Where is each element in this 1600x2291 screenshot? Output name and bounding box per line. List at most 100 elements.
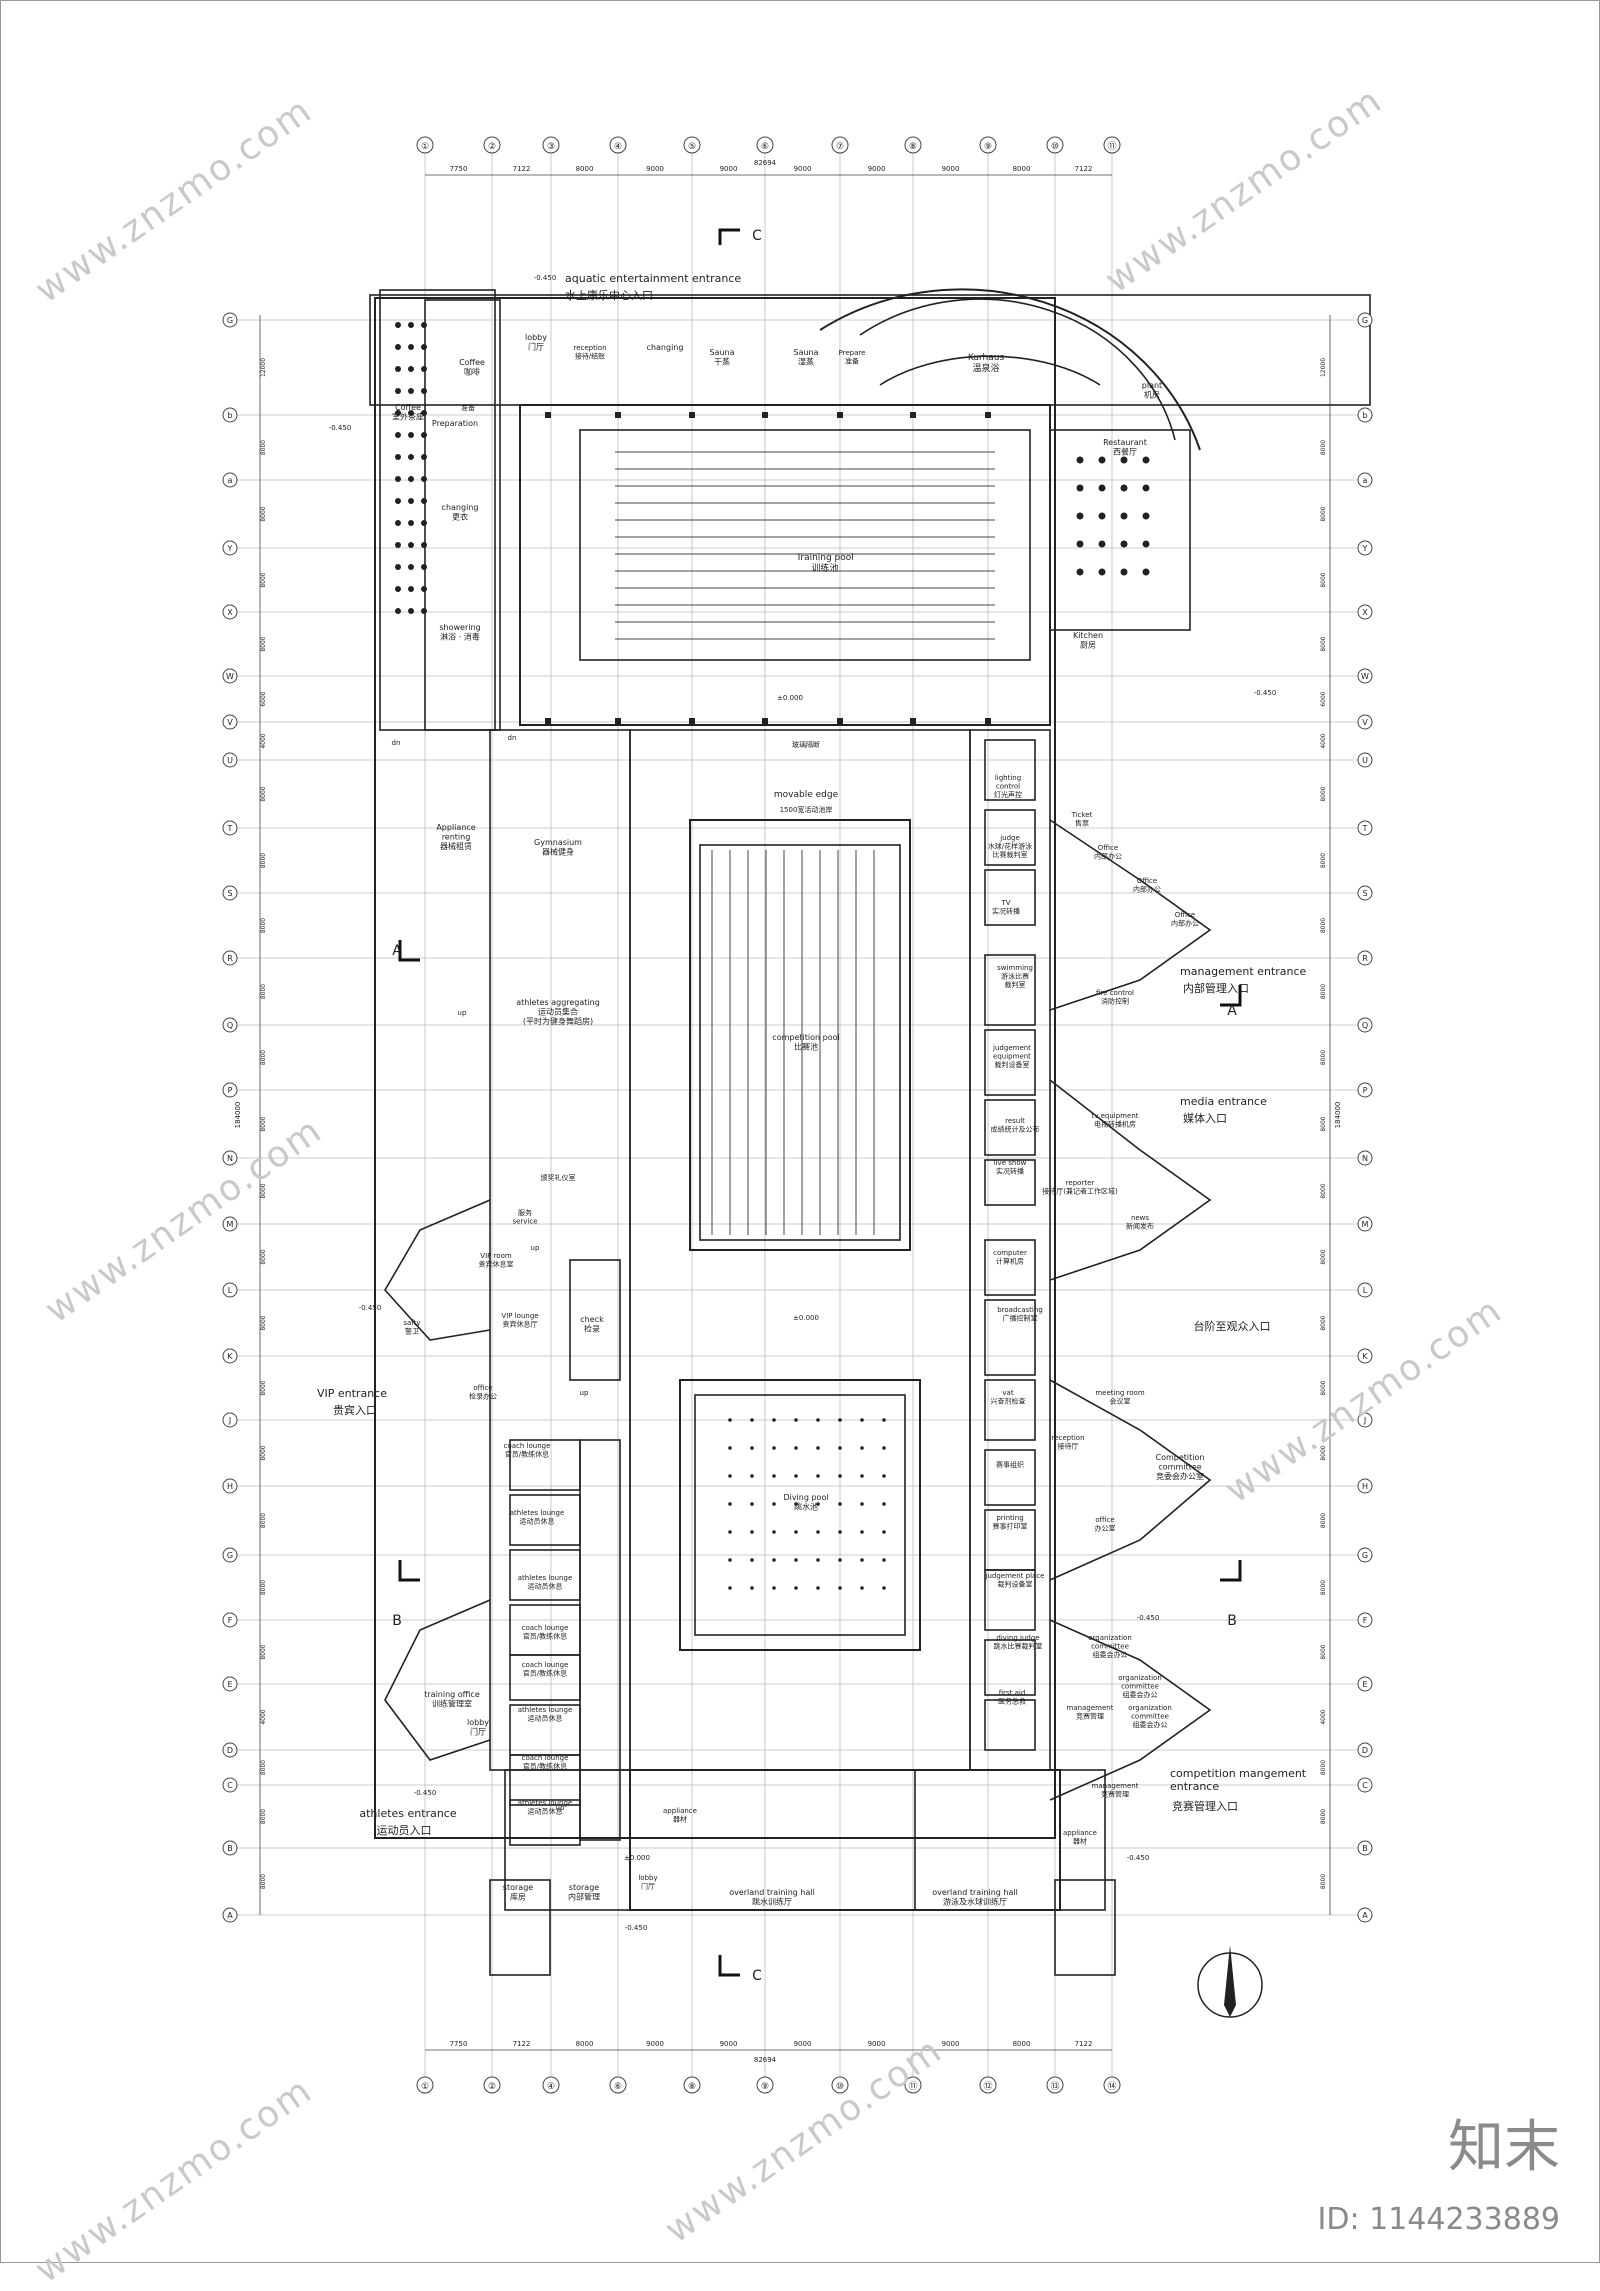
dim-bottom: 9000 xyxy=(646,2040,664,2048)
level-000-north: ±0.000 xyxy=(777,694,803,702)
row-bubble-right xyxy=(1357,604,1373,620)
row-label-left: U xyxy=(227,756,233,765)
image-id: ID: 1144233889 xyxy=(1317,2202,1560,2237)
row-label-left: X xyxy=(227,608,233,617)
room-preparation-cn: 准备 xyxy=(461,403,475,412)
diving-grid-dot xyxy=(728,1586,732,1590)
row-label-right: H xyxy=(1362,1482,1368,1491)
row-bubble-left xyxy=(222,1150,238,1166)
diving-grid-dot xyxy=(860,1558,864,1562)
cafe-table xyxy=(408,520,414,526)
aquatic-entrance-label: aquatic entertainment entrance xyxy=(565,272,741,285)
cafe-table xyxy=(395,322,401,328)
dim-top: 9000 xyxy=(942,165,960,173)
diving-grid-dot xyxy=(882,1586,886,1590)
diving-grid-dot xyxy=(816,1418,820,1422)
grid-label-bottom: ⑧ xyxy=(688,2082,696,2092)
row-bubble-left xyxy=(222,1612,238,1628)
row-dim-left: 6000 xyxy=(260,691,267,706)
row-label-right: L xyxy=(1363,1286,1368,1295)
row-label-left: M xyxy=(227,1220,234,1229)
restaurant-table xyxy=(1142,512,1150,520)
cafe-table xyxy=(395,586,401,592)
row-dim-left: 8000 xyxy=(260,1183,267,1198)
grid-bubble-bottom xyxy=(831,2076,849,2094)
row-dim-left: 8000 xyxy=(260,918,267,933)
row-bubble-right xyxy=(1357,752,1373,768)
row-bubble-left xyxy=(222,604,238,620)
cafe-table xyxy=(408,498,414,504)
grid-bubble-bottom xyxy=(483,2076,501,2094)
section-mark-a-right: A xyxy=(1227,1003,1237,1019)
grid-label-top: ② xyxy=(488,142,496,152)
stair-up-1: up xyxy=(458,1009,467,1017)
row-dim-left: 8000 xyxy=(260,984,267,999)
grid-label-bottom: ⑥ xyxy=(614,2082,622,2092)
row-dim-right: 8000 xyxy=(1320,1249,1327,1264)
level-450-right: -0.450 xyxy=(1137,1614,1160,1622)
diving-grid-dot xyxy=(794,1586,798,1590)
stair-up-3: up xyxy=(580,1389,589,1397)
row-bubble-right xyxy=(1357,820,1373,836)
restaurant-table xyxy=(1076,568,1084,576)
column xyxy=(545,718,551,724)
row-label-left: a xyxy=(228,476,233,485)
row-dim-left: 8000 xyxy=(260,636,267,651)
grid-label-top: ① xyxy=(421,142,429,152)
row-label-left: H xyxy=(227,1482,233,1491)
diving-grid-dot xyxy=(838,1502,842,1506)
row-bubble-left xyxy=(222,668,238,684)
grid-label-top: ⑤ xyxy=(688,142,696,152)
row-dim-right: 8000 xyxy=(1320,1315,1327,1330)
dim-bottom: 7122 xyxy=(1075,2040,1093,2048)
diving-grid-dot xyxy=(728,1530,732,1534)
dim-top: 9000 xyxy=(646,165,664,173)
section-mark-c-top: C xyxy=(752,228,762,244)
cafe-table xyxy=(395,564,401,570)
stair-dn-1: dn xyxy=(392,739,401,747)
cafe-table xyxy=(421,366,427,372)
dim-top: 9000 xyxy=(794,165,812,173)
grid-bubble-bottom xyxy=(1103,2076,1121,2094)
row-bubble-left xyxy=(222,1907,238,1923)
row-dim-left: 12000 xyxy=(260,358,267,377)
row-bubble-left xyxy=(222,714,238,730)
row-bubble-right xyxy=(1357,668,1373,684)
diving-grid-dot xyxy=(728,1558,732,1562)
cafe-table xyxy=(421,498,427,504)
diving-grid-dot xyxy=(860,1418,864,1422)
column xyxy=(545,412,551,418)
diving-grid-dot xyxy=(750,1446,754,1450)
row-dim-right: 8000 xyxy=(1320,1760,1327,1775)
row-bubble-left xyxy=(222,1282,238,1298)
diving-grid-dot xyxy=(772,1502,776,1506)
section-bracket xyxy=(1220,985,1242,1007)
dim-top: 8000 xyxy=(576,165,594,173)
diving-grid-dot xyxy=(838,1586,842,1590)
row-dim-left: 8000 xyxy=(260,572,267,587)
column xyxy=(689,412,695,418)
row-bubble-left xyxy=(222,1547,238,1563)
dim-bottom: 7750 xyxy=(450,2040,468,2048)
row-label-left: S xyxy=(227,889,232,898)
dim-bottom: 7122 xyxy=(513,2040,531,2048)
restaurant-table xyxy=(1098,540,1106,548)
level-450-athletes: -0.450 xyxy=(414,1789,437,1797)
row-label-left: K xyxy=(227,1352,233,1361)
row-label-right: M xyxy=(1362,1220,1369,1229)
grid-label-top: ③ xyxy=(547,142,555,152)
grid-lines xyxy=(230,150,1360,2080)
row-label-right: W xyxy=(1361,672,1369,681)
